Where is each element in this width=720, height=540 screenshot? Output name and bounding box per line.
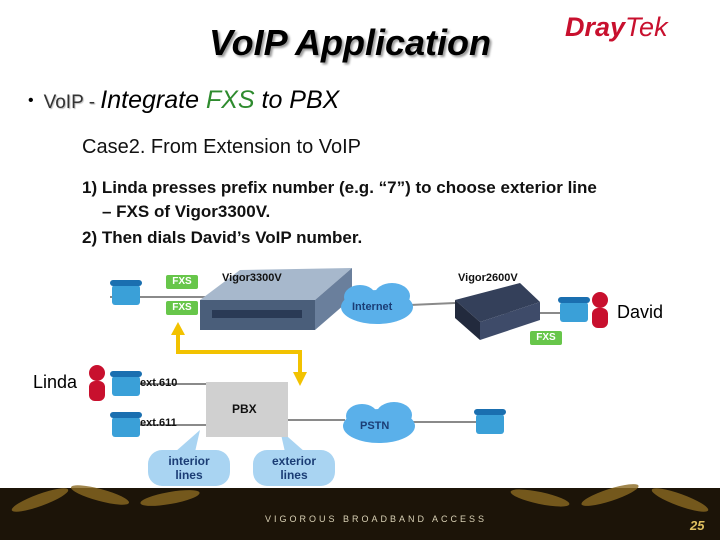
internet-label: Internet <box>352 301 392 313</box>
pbx-label: PBX <box>232 402 257 416</box>
fxs-tag-1: FXS <box>166 275 198 289</box>
exterior-lines-line1: exterior <box>253 454 335 468</box>
ext-610-label: ext.610 <box>140 377 177 389</box>
fxs-tag-2: FXS <box>166 301 198 315</box>
david-label: David <box>617 302 663 323</box>
footer-tagline: VIGOROUS BROADBAND ACCESS <box>265 514 487 524</box>
signal-arrow-down <box>293 372 307 386</box>
phone-icon-david <box>558 297 590 322</box>
internet-to-vigor2600-line <box>410 303 455 305</box>
exterior-lines-label: exterior lines <box>253 454 335 482</box>
signal-path <box>178 330 300 372</box>
phone-icon-ext610 <box>110 371 142 396</box>
vigor3300v-label: Vigor3300V <box>222 272 282 284</box>
vigor2600v-device <box>455 283 540 340</box>
vigor2600v-label: Vigor2600V <box>458 272 518 284</box>
phone-icon-pstn <box>474 409 506 434</box>
exterior-lines-line2: lines <box>253 468 335 482</box>
interior-lines-line1: interior <box>148 454 230 468</box>
ext-611-label: ext.611 <box>140 417 177 429</box>
fxs-tag-3: FXS <box>530 331 562 345</box>
pstn-label: PSTN <box>360 420 389 432</box>
phone-icon-ext611 <box>110 412 142 437</box>
interior-lines-line2: lines <box>148 468 230 482</box>
signal-arrow-up <box>171 322 185 335</box>
person-icon-linda <box>89 365 105 401</box>
person-icon-david <box>592 292 608 328</box>
page-number: 25 <box>690 518 704 533</box>
interior-lines-label: interior lines <box>148 454 230 482</box>
linda-label: Linda <box>33 372 77 393</box>
phone-icon-vigor3300 <box>110 280 142 305</box>
